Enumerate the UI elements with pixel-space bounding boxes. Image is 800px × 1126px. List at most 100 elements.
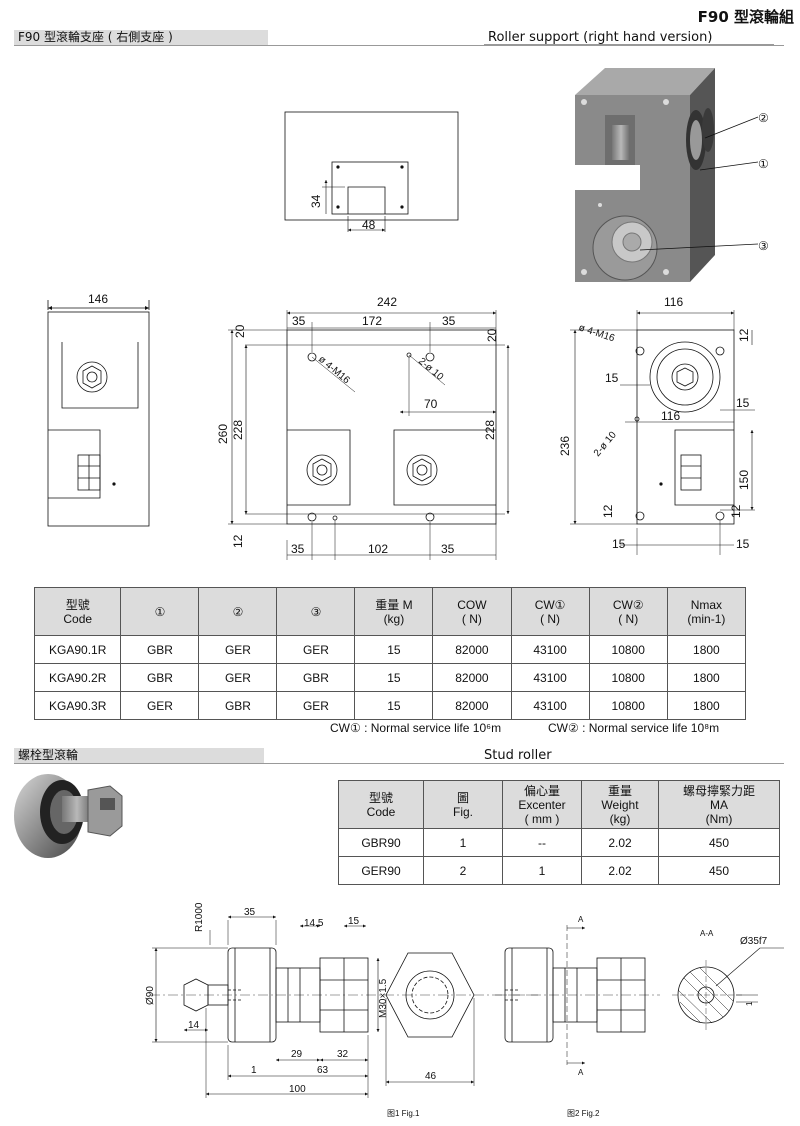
cell: 10800: [588, 691, 668, 720]
section-bar-cn: F90 型滾輪支座 ( 右側支座 ): [14, 30, 268, 45]
cell: 1800: [666, 663, 747, 692]
dim-116-top: 116: [664, 295, 683, 309]
dim-242: 242: [377, 295, 397, 309]
table1-header-2: ②: [198, 587, 278, 636]
stud-roller-table: 型號 Code 圖 Fig. 偏心量 Excenter ( mm ) 重量 We…: [338, 780, 780, 885]
dim-100: 100: [289, 1084, 306, 1095]
cell: 2: [423, 856, 503, 885]
dim-12-top: 12: [737, 328, 751, 342]
table2-header-excenter: 偏心量 Excenter ( mm ): [502, 780, 582, 829]
dim-46: 46: [425, 1071, 437, 1082]
dim-29: 29: [291, 1049, 303, 1060]
cell: 82000: [432, 691, 512, 720]
callout-2: ②: [758, 111, 769, 125]
table1-header-nmax: Nmax (min-1): [666, 587, 747, 636]
cell: 450: [658, 828, 780, 857]
dim-12: 12: [231, 534, 245, 548]
cell: GBR: [120, 663, 200, 692]
dim-15-bottom-left: 15: [612, 537, 626, 551]
section-mark-a-top: A: [578, 915, 584, 924]
table1-header-cw2: CW② ( N): [588, 587, 668, 636]
dim-d90: Ø90: [145, 986, 156, 1005]
fig1-drawing: [150, 915, 540, 1098]
dim-15: 15: [348, 916, 360, 927]
dim-35-top-right: 35: [442, 314, 456, 328]
cell: 1: [502, 856, 582, 885]
table1-header-3: ③: [276, 587, 356, 636]
dim-116-mid: 116: [661, 409, 680, 423]
cell: 2.02: [581, 828, 659, 857]
section-divider: [14, 45, 784, 46]
cell: GER: [276, 691, 356, 720]
callout-lines: [639, 116, 759, 251]
cell: 10800: [588, 663, 668, 692]
cell: GER: [276, 635, 356, 664]
dim-48: 48: [362, 218, 376, 232]
stud-section-divider: [14, 763, 784, 764]
cell: KGA90.3R: [33, 691, 122, 720]
roller-support-table: 型號 Code ① ② ③ 重量 M (kg) COW ( N) CW① ( N…: [33, 587, 747, 720]
dim-35-bottom-left: 35: [291, 542, 305, 556]
cell: 2.02: [581, 856, 659, 885]
page-title: F90 型滾輪組: [697, 8, 794, 26]
dim-63: 63: [317, 1065, 329, 1076]
dim-14: 14: [188, 1020, 200, 1031]
right-view-drawing: [570, 310, 755, 555]
cell: 15: [354, 663, 434, 692]
fig1-caption: 图1 Fig.1: [387, 1109, 420, 1118]
stud-roller-photo: [14, 774, 123, 858]
cell: KGA90.1R: [33, 635, 122, 664]
table1-header-cow: COW ( N): [432, 587, 512, 636]
dim-150: 150: [737, 470, 751, 490]
cell: 43100: [510, 635, 590, 664]
stud-section-bar-cn: 螺栓型滾輪: [14, 748, 264, 763]
dim-35-top-left: 35: [292, 314, 306, 328]
dim-14-5: 14.5: [304, 918, 324, 929]
cell: 15: [354, 635, 434, 664]
cell: 10800: [588, 635, 668, 664]
table2-header-code: 型號 Code: [338, 780, 424, 829]
dim-1: 1: [251, 1065, 257, 1076]
dim-15-mid: 15: [605, 371, 619, 385]
fig2-drawing: [495, 925, 784, 1065]
table1-header-code-text: 型號 Code: [63, 597, 93, 626]
cell: GBR: [120, 635, 200, 664]
table1-header-cw1: CW① ( N): [510, 587, 590, 636]
top-view-drawing: [284, 111, 459, 232]
hole-spec-m16: ø 4-M16: [316, 354, 352, 387]
table1-header-1: ①: [120, 587, 200, 636]
cell: 82000: [432, 663, 512, 692]
dim-35: 35: [244, 907, 256, 918]
dim-260: 260: [216, 424, 230, 444]
service-life-note-1: CW① : Normal service life 10⁶m: [330, 721, 502, 735]
dim-20-left: 20: [233, 324, 247, 338]
dim-172: 172: [362, 314, 382, 328]
dim-146: 146: [88, 292, 108, 306]
dim-12-bottom-right: 12: [729, 504, 743, 518]
hole-spec-m16-right: ø 4-M16: [577, 322, 616, 344]
dim-d35f7: Ø35f7: [740, 936, 768, 947]
table2-header-weight: 重量 Weight (kg): [581, 780, 659, 829]
fig2-caption: 图2 Fig.2: [567, 1109, 600, 1118]
dim-102: 102: [368, 542, 388, 556]
section-label: A-A: [700, 929, 714, 938]
cell: 450: [658, 856, 780, 885]
callout-3: ③: [758, 239, 769, 253]
side-view-drawing: [47, 300, 150, 527]
dim-12-bottom-left: 12: [601, 504, 615, 518]
dim-34: 34: [309, 194, 323, 208]
cell: GER: [198, 635, 278, 664]
dim-228-left: 228: [231, 420, 245, 440]
dim-35-bottom-right: 35: [441, 542, 455, 556]
cell: GER: [120, 691, 200, 720]
section-mark-a-bottom: A: [578, 1068, 584, 1077]
cell: GER90: [338, 856, 424, 885]
stud-section-bar-en: Stud roller: [480, 748, 774, 763]
table1-header-weight: 重量 M (kg): [354, 587, 434, 636]
